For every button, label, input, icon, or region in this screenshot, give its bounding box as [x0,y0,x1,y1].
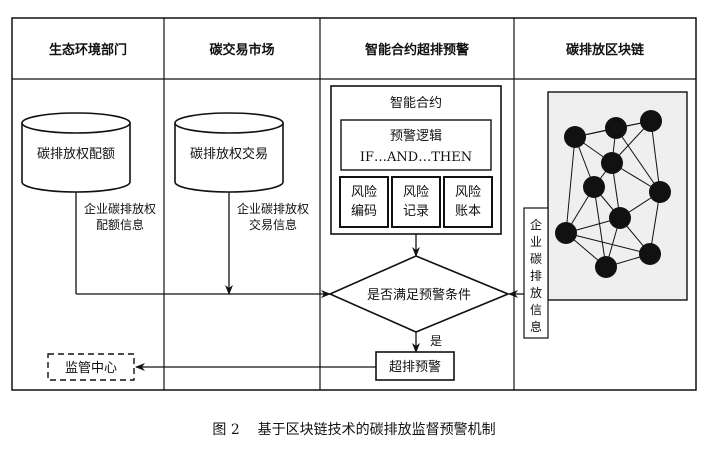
quota-database-label: 碳排放权配额 [37,146,115,162]
quota-database: 碳排放权配额 [21,112,131,193]
svg-text:放: 放 [530,285,542,300]
risk-ledger-line-2: 账本 [455,204,481,219]
risk-code-line-1: 风险 [351,185,377,200]
trade-database-label: 碳排放权交易 [190,146,268,162]
risk-code-box [339,176,389,228]
over-warning-label: 超排预警 [389,359,441,375]
smart-contract-title: 智能合约 [390,96,442,111]
lane-title-smart-contract: 智能合约超排预警 [365,42,469,58]
yes-label: 是 [430,334,442,348]
enterprise-info-label: 企 业 碳 排 放 信 息 [530,217,542,334]
trade-info-label-1: 企业碳排放权 [237,201,309,216]
warning-logic-rule: IF…AND…THEN [360,150,472,165]
risk-ledger-box [443,176,493,228]
risk-code-line-2: 编码 [351,204,377,219]
diagram-frame [11,17,697,391]
supervision-center-label: 监管中心 [65,361,117,376]
svg-text:业: 业 [530,235,542,249]
lane-title-blockchain: 碳排放区块链 [566,42,645,58]
trade-info-label-2: 交易信息 [249,217,297,232]
warning-logic-title: 预警逻辑 [390,128,442,144]
risk-ledger-line-1: 风险 [455,185,481,200]
risk-record-line-2: 记录 [403,204,429,219]
trade-database: 碳排放权交易 [174,112,284,193]
risk-record-line-1: 风险 [403,185,429,200]
risk-record-box [391,176,441,228]
quota-info-label-1: 企业碳排放权 [84,201,156,216]
quota-info-label-2: 配额信息 [96,217,144,232]
lane-title-carbon-market: 碳交易市场 [209,42,274,58]
decision-label: 是否满足预警条件 [367,287,471,303]
enterprise-info-box [523,207,549,339]
svg-text:排: 排 [530,269,542,283]
over-warning-box [375,351,455,381]
lane-title-ecology: 生态环境部门 [49,42,127,58]
svg-text:企: 企 [530,217,542,232]
blockchain-network-nodes [555,110,671,278]
figure-caption: 图 2 基于区块链技术的碳排放监督预警机制 [212,421,495,438]
svg-text:碳: 碳 [530,252,542,266]
svg-text:息: 息 [530,319,542,334]
supervision-center-box [47,353,135,381]
warning-logic-box [340,119,492,171]
svg-text:信: 信 [530,303,542,317]
